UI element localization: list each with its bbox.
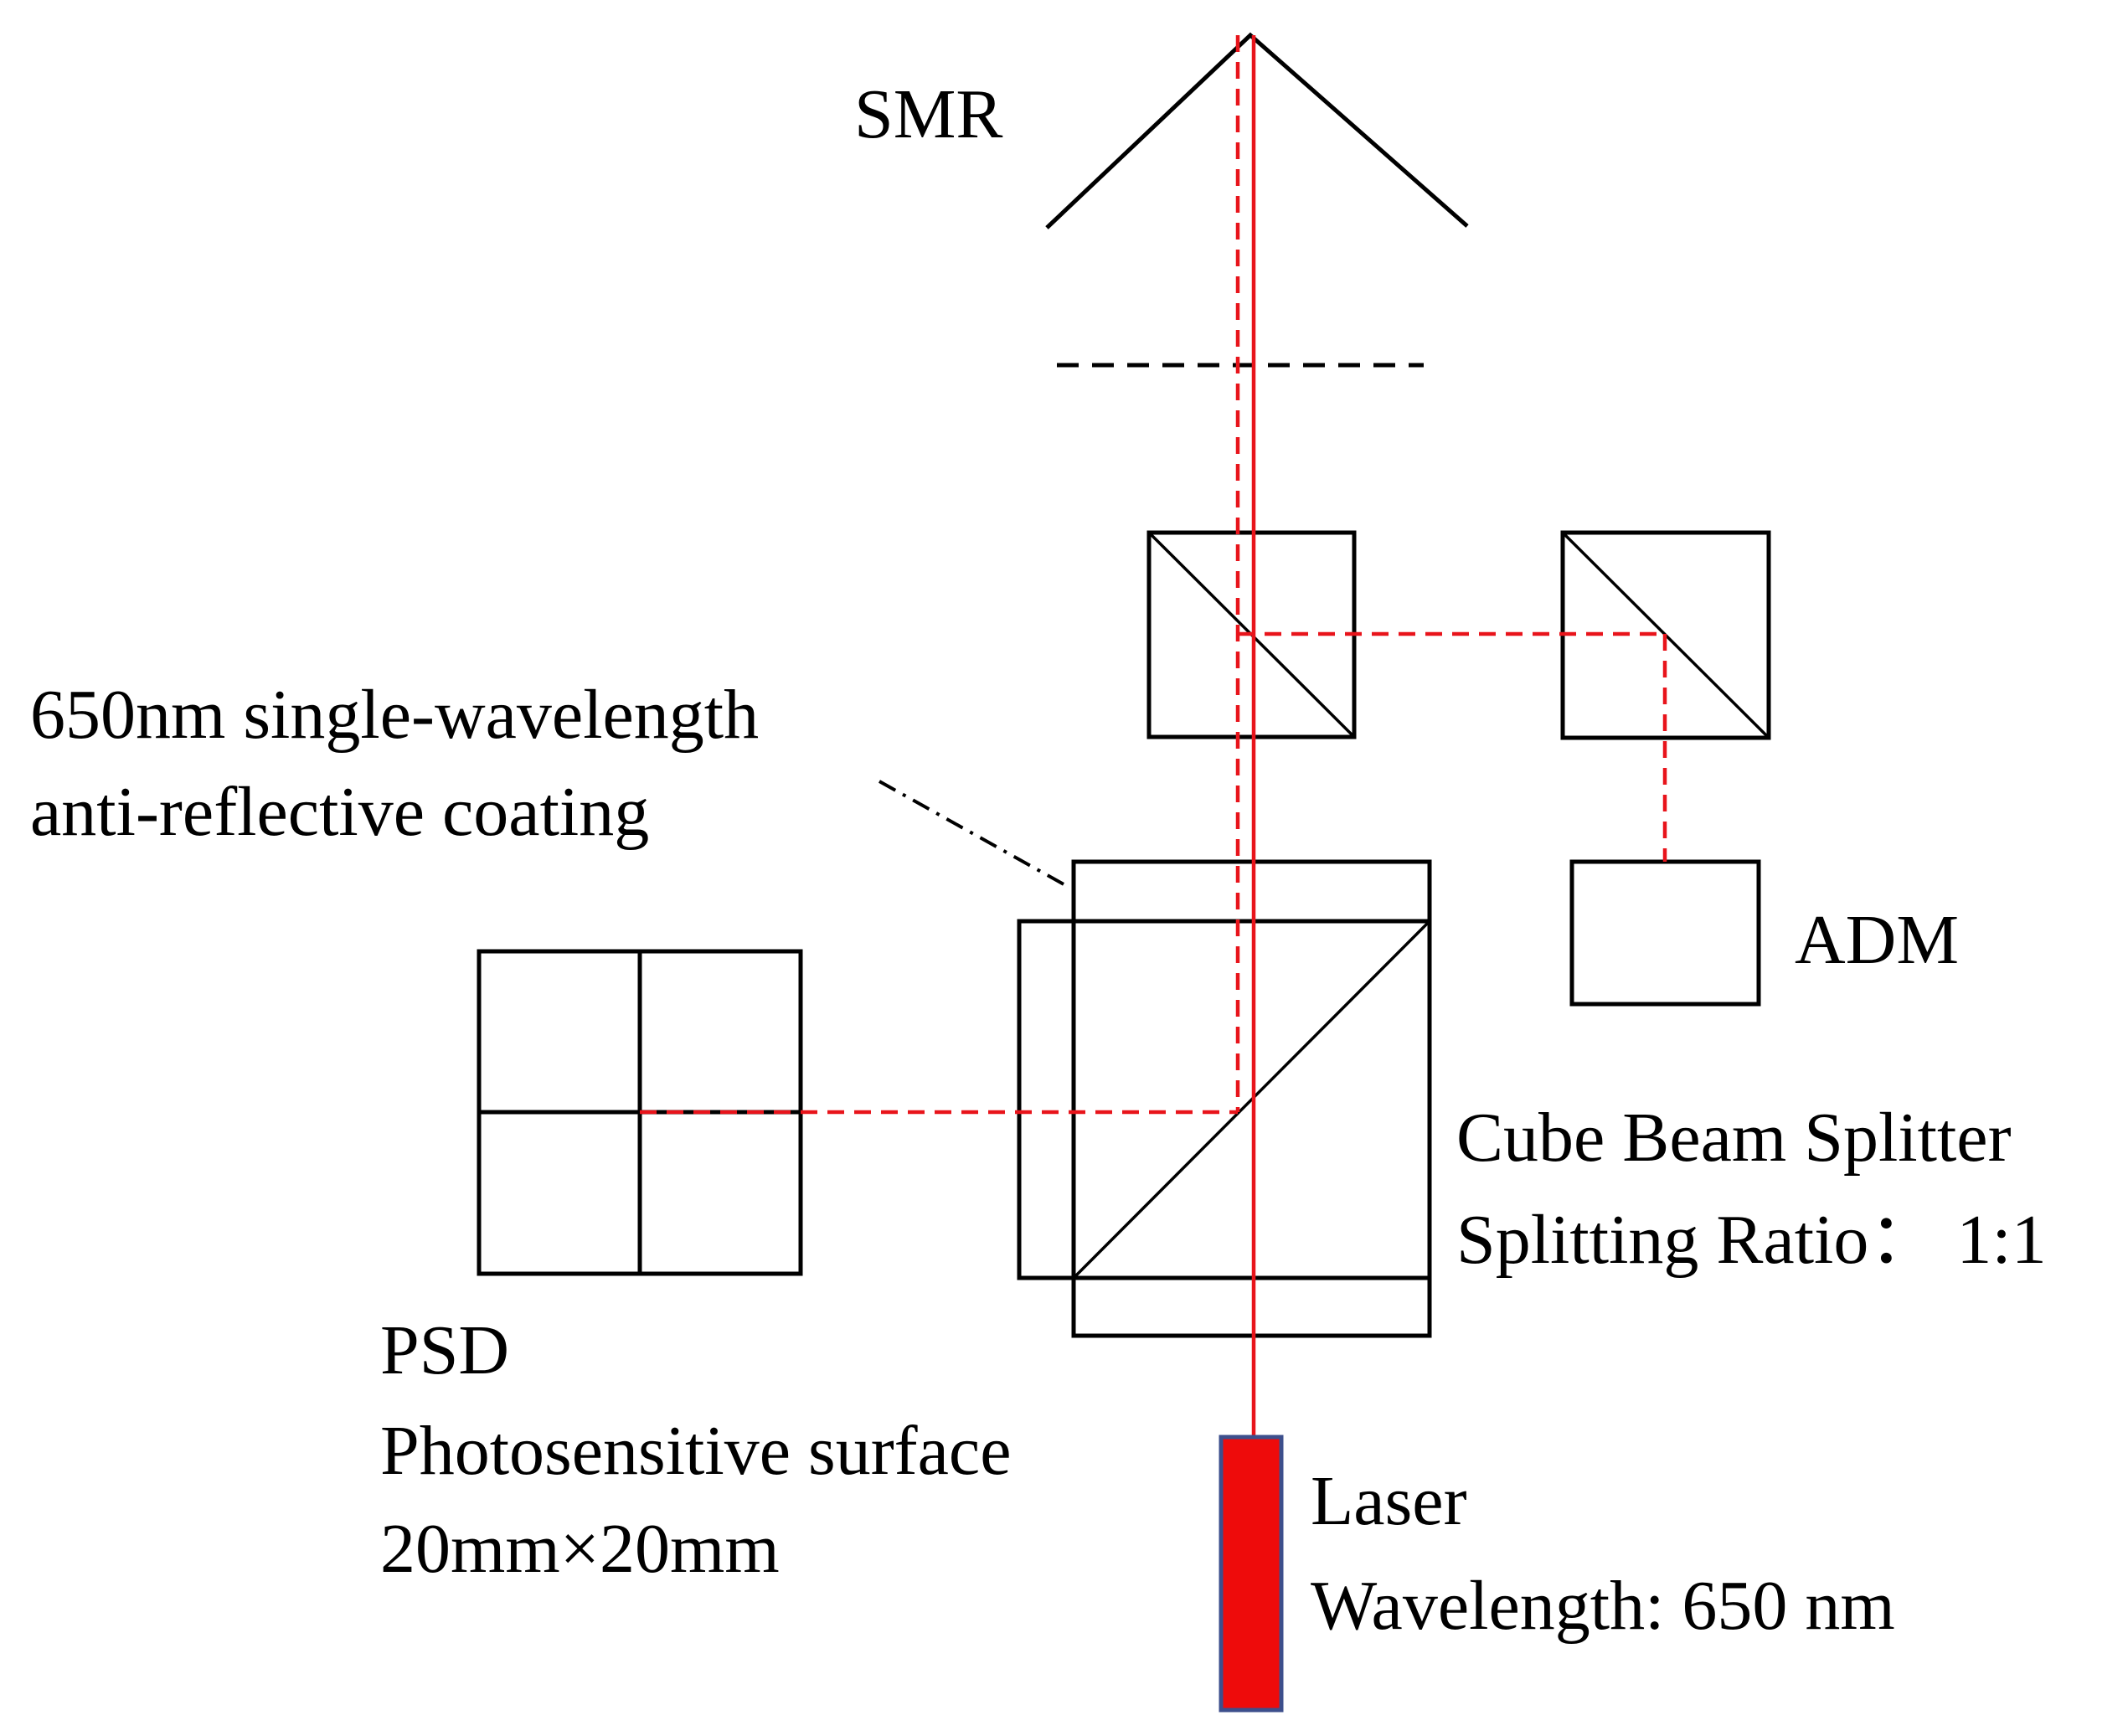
smr-label: SMR [854,75,1002,153]
laser-label-line2: Wavelength: 650 nm [1311,1567,1895,1645]
coating-leader-line [879,780,1066,887]
psd-label-line3: 20mm×20mm [380,1510,780,1588]
cube-splitter-diagonal [1072,920,1431,1280]
splitter-label-line2: Splitting Ratio： 1:1 [1456,1201,2047,1279]
smr-reflector [1045,32,1469,229]
psd-label-line1: PSD [380,1311,509,1389]
psd-label-line2: Photosensitive surface [380,1412,1012,1490]
laser-label-line1: Laser [1311,1462,1467,1540]
adm-box [1569,859,1761,1007]
cube-splitter-wide-frame [1017,919,1432,1280]
splitter-label-line1: Cube Beam Splitter [1456,1099,2012,1177]
coating-label-line1: 650nm single-wavelength [30,676,759,754]
adm-label: ADM [1795,901,1959,979]
laser-source [1219,1435,1284,1713]
coating-label-line2: anti-reflective coating [30,773,649,851]
